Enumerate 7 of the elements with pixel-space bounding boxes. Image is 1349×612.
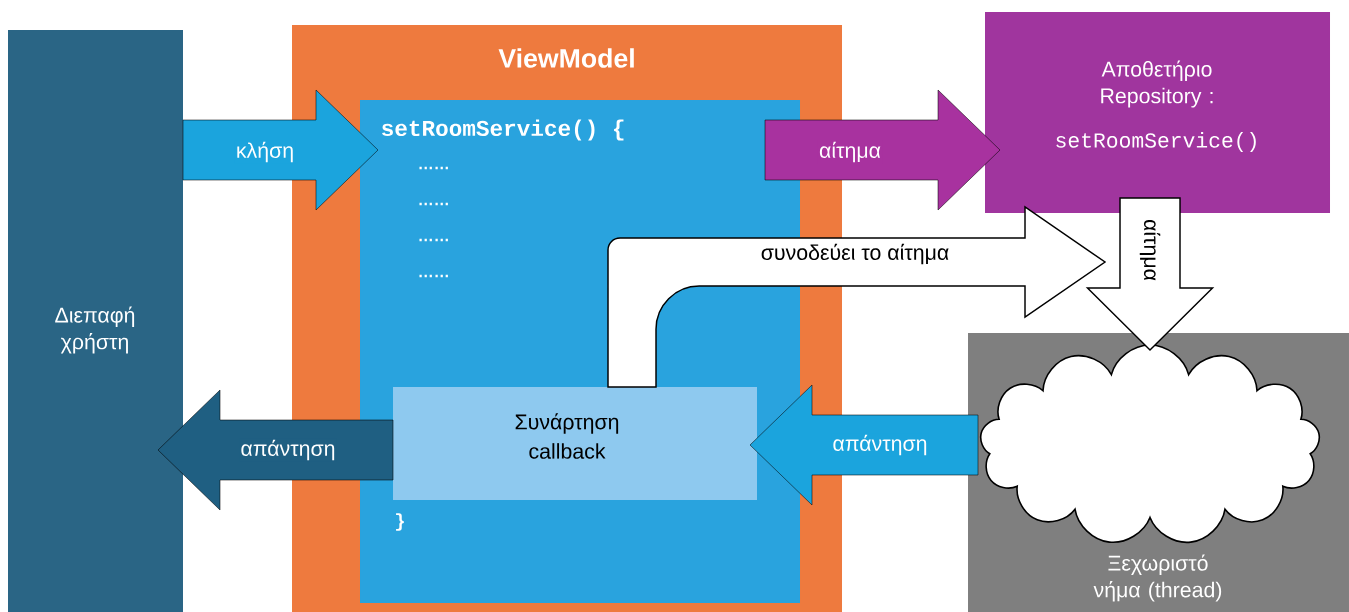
callback-box: Συνάρτηση callback: [393, 387, 757, 500]
edge-label: αίτημα: [1138, 217, 1162, 283]
band: Διεπαφή χρήστη: [8, 30, 183, 612]
cloud-shape: [979, 344, 1321, 544]
block-arrow: [764, 89, 1001, 211]
block-arrow: [182, 89, 379, 211]
repository-box: Αποθετήριο Repository : setRoomService(): [985, 12, 1330, 213]
